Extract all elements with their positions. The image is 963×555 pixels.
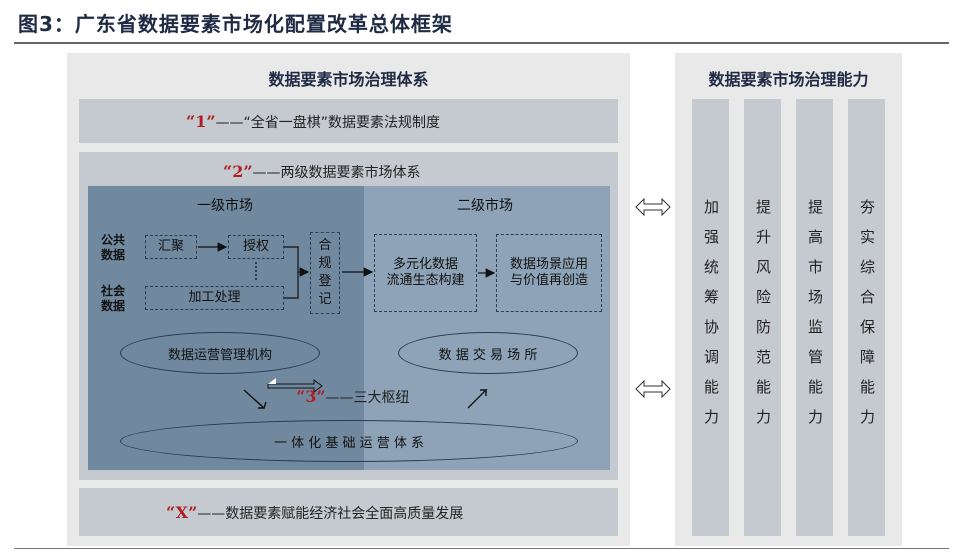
market-flow-arrows [198,242,496,410]
governance-capability-title: 数据要素市场治理能力 [708,70,869,89]
diagonal-arrow-right [467,389,488,409]
circulation-ecosystem-box: 多元化数据 流通生态构建 [374,234,477,312]
layer-3-text: 三大枢纽 [353,390,410,406]
authorize-box: 授权 [228,235,284,259]
diagonal-arrow-left [243,389,267,410]
capability-column-3: 提高市场监管能力 [796,99,833,536]
capability-text-1: 加强统筹协调能力 [702,199,720,439]
layer-2-label: “2”——两级数据要素市场体系 [223,162,421,182]
layer-1-dash: —— [215,115,244,131]
capability-text-3: 提高市场监管能力 [806,199,824,439]
bottom-rule [14,548,949,549]
layer-1-label: “1”——“全省一盘棋”数据要素法规制度 [186,112,440,132]
capability-column-2: 提升风险防范能力 [744,99,781,536]
governance-system-title: 数据要素市场治理体系 [268,70,429,89]
layer-1-band [79,99,618,143]
figure-title: 图3：广东省数据要素市场化配置改革总体框架 [18,12,453,36]
layer-x-label: “X”——数据要素赋能经济社会全面高质量发展 [166,503,463,523]
public-data-label: 公共 数据 [100,233,125,262]
layer-2-text: 两级数据要素市场体系 [280,165,421,181]
layer-1-text: “全省一盘棋”数据要素法规制度 [243,115,441,131]
double-arrow-upper [635,197,671,217]
compliance-registration-box: 合 规 登 记 [310,232,340,314]
scenario-application-box: 数据场景应用 与价值再创造 [496,234,602,312]
layer-3-tag: “3” [296,387,326,406]
layer-x-dash: —— [197,506,226,522]
primary-market-title: 一级市场 [197,198,253,214]
process-to-registration-link [284,272,299,299]
layer-x-tag: “X” [166,503,198,522]
layer-3-label: “3”——三大枢纽 [296,387,410,407]
layer-2-tag: “2” [223,162,253,181]
layer-3-dash: —— [325,390,354,406]
data-exchange: 数 据 交 易 场 所 [398,332,578,374]
layer-x-text: 数据要素赋能经济社会全面高质量发展 [225,506,464,522]
capability-text-4: 夯实综合保障能力 [858,199,876,439]
panel-connectors [635,197,671,399]
social-data-label: 社会 数据 [100,284,125,313]
layer-x-band [79,488,618,536]
capability-column-1: 加强统筹协调能力 [692,99,729,536]
layer-2-dash: —— [252,165,281,181]
processing-box: 加工处理 [145,286,284,310]
aggregate-box: 汇聚 [145,235,197,259]
top-rule [14,42,949,44]
secondary-market-title: 二级市场 [457,198,513,214]
data-operations-agency: 数据运营管理机构 [120,332,320,374]
capability-text-2: 提升风险防范能力 [754,199,772,439]
capability-column-4: 夯实综合保障能力 [848,99,885,536]
layer-1-tag: “1” [186,112,216,131]
integrated-foundation-system: 一 体 化 基 础 运 营 体 系 [120,420,578,462]
operations-exchange-double-arrow [267,379,323,393]
double-arrow-lower [635,379,671,399]
authorize-to-registration-arrow [284,246,310,277]
